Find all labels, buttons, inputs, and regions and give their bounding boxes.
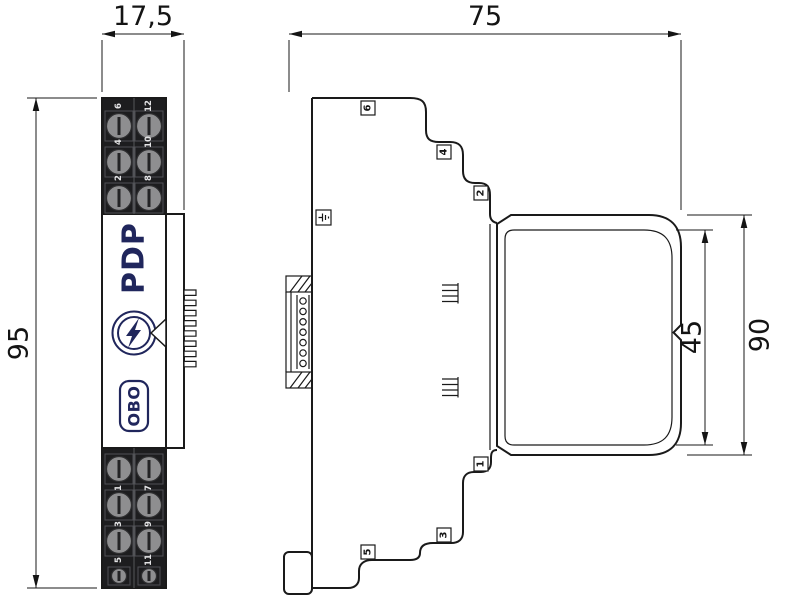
terminal-number: 3: [114, 521, 124, 527]
base-profile-bottom: [312, 449, 498, 589]
base-profile-top: [312, 97, 498, 224]
terminal-number: 1: [114, 485, 124, 491]
extension-lines: [687, 214, 752, 456]
terminal-number: 11: [144, 554, 154, 566]
module-outline: [496, 214, 682, 456]
step-label-box: [436, 527, 452, 543]
lightning-bolt-icon: [126, 318, 141, 348]
screw-slots: [117, 117, 151, 207]
step-label-box: [360, 100, 376, 116]
terminal-number: 9: [144, 521, 154, 527]
module-inner-outline: [504, 229, 673, 446]
product-label: PDP: [117, 222, 152, 294]
spring-dot: [299, 307, 307, 316]
rail-flange-top: [285, 275, 313, 293]
dim-front-width: 17,5: [101, 1, 185, 210]
rail-release-clip: [283, 551, 313, 595]
contact-fingers: [442, 283, 459, 398]
terminal-frames: [104, 453, 164, 586]
obo-lightning-logo-icon: [111, 310, 157, 356]
terminal-number: 6: [114, 103, 124, 109]
brand-badge-frame: [118, 379, 150, 433]
dim-module-height-label: 45: [677, 320, 708, 354]
terminal-number: 2: [114, 175, 124, 181]
rail-hatching: [289, 275, 313, 389]
dim-side-height: 90: [687, 214, 776, 456]
dim-front-height: 95: [4, 97, 97, 589]
terminal-number: 7: [144, 485, 154, 491]
obo-brand-badge: OBO: [118, 379, 150, 433]
spring-dot: [299, 317, 307, 326]
spring-contact-strip: [296, 295, 310, 369]
step-labels: 6 4 2 1 3 5: [360, 100, 489, 560]
ground-symbol-glyph: [318, 213, 330, 222]
rail-flange-bottom: [285, 371, 313, 389]
dim-depth-label: 75: [468, 1, 502, 32]
extension-lines: [101, 40, 185, 210]
step-label: 5: [363, 548, 374, 555]
terminal-number: 10: [144, 136, 154, 148]
spring-dot: [299, 349, 307, 357]
terminal-number: 12: [144, 100, 154, 112]
spring-dot: [299, 297, 307, 305]
spring-dot: [299, 338, 307, 347]
front-view: 6 12 4 10 2 8 1 7 3 9 5 11: [101, 97, 197, 589]
step-label-box: [473, 185, 489, 201]
bottom-terminal-block: 1 7 3 9 5 11: [101, 447, 167, 589]
step-label: 3: [439, 531, 450, 538]
dim-front-width-label: 17,5: [113, 1, 173, 32]
extension-lines: [288, 40, 682, 210]
din-rail-section: [285, 275, 313, 389]
rail-web: [285, 292, 292, 372]
dim-depth: 75: [288, 1, 682, 210]
mount-flange: [165, 213, 185, 449]
step-label-box: [473, 456, 489, 472]
dim-front-height-label: 95: [4, 326, 35, 360]
ground-symbol-icon: [315, 209, 332, 226]
spring-channel: [296, 295, 310, 369]
spring-dot: [299, 328, 307, 337]
step-label: 4: [439, 148, 450, 155]
plug-in-module: [496, 214, 682, 456]
extension-lines: [27, 97, 97, 589]
step-label-box: [436, 144, 452, 160]
side-view: 6 4 2 1 3 5: [283, 97, 682, 595]
step-label-box: [360, 544, 376, 560]
connector-comb-icon: [183, 289, 197, 368]
terminal-frames: [104, 110, 164, 214]
terminal-number: 8: [144, 175, 154, 181]
dim-module-height: 45: [676, 229, 713, 446]
triangle-marker-icon: [149, 317, 167, 349]
terminal-number: 5: [114, 557, 124, 563]
step-label: 1: [476, 460, 487, 467]
terminal-number: 4: [114, 139, 124, 145]
dim-side-height-label: 90: [745, 318, 776, 352]
brand-label: OBO: [125, 386, 144, 427]
ground-symbol-frame: [315, 209, 332, 226]
step-label: 6: [363, 104, 374, 111]
top-terminal-block: 6 12 4 10 2 8: [101, 97, 167, 215]
screw-slots: [117, 460, 151, 581]
spring-dot: [299, 359, 307, 368]
step-label: 2: [476, 189, 487, 196]
extension-lines: [676, 229, 713, 446]
